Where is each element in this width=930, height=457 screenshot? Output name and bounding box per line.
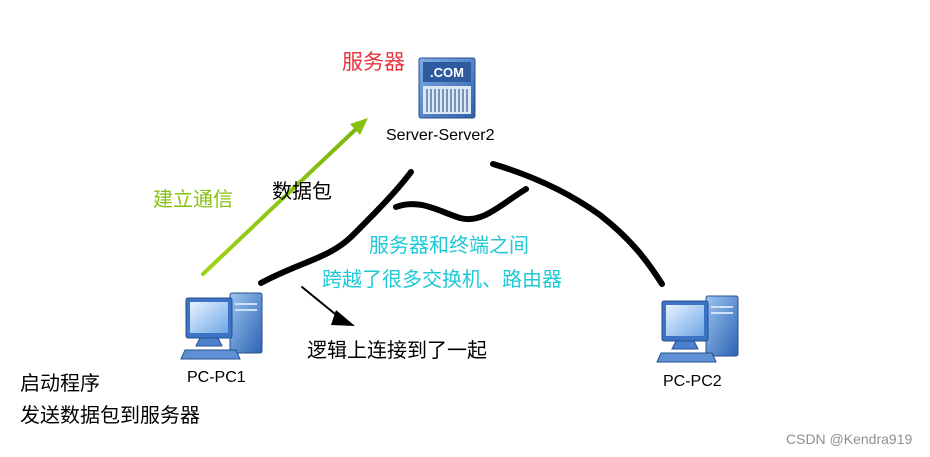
logical-connection-label: 逻辑上连接到了一起 (307, 338, 487, 362)
between-label-line1: 服务器和终端之间 (369, 233, 529, 257)
wire-right (490, 161, 665, 287)
wire-middle (393, 186, 529, 223)
start-program-label-line2: 发送数据包到服务器 (20, 403, 200, 427)
data-packet-label: 数据包 (272, 179, 332, 203)
pc2-name-label: PC-PC2 (663, 373, 722, 390)
network-wires (258, 161, 665, 287)
server-icon: .COM (418, 57, 476, 119)
watermark: CSDN @Kendra919 (786, 431, 913, 447)
establish-communication-label: 建立通信 (153, 187, 233, 211)
between-label-line2: 跨越了很多交换机、路由器 (322, 267, 562, 291)
server-role-label: 服务器 (342, 50, 405, 74)
server-badge: .COM (430, 65, 464, 80)
wire-left (258, 169, 414, 286)
start-program-label-line1: 启动程序 (20, 371, 100, 395)
server-name-label: Server-Server2 (386, 127, 495, 144)
pc2-icon (656, 295, 739, 363)
logical-connection-arrow (301, 286, 355, 326)
pc1-name-label: PC-PC1 (187, 369, 246, 386)
pc1-icon (180, 292, 263, 360)
establish-communication-arrow (201, 118, 368, 276)
